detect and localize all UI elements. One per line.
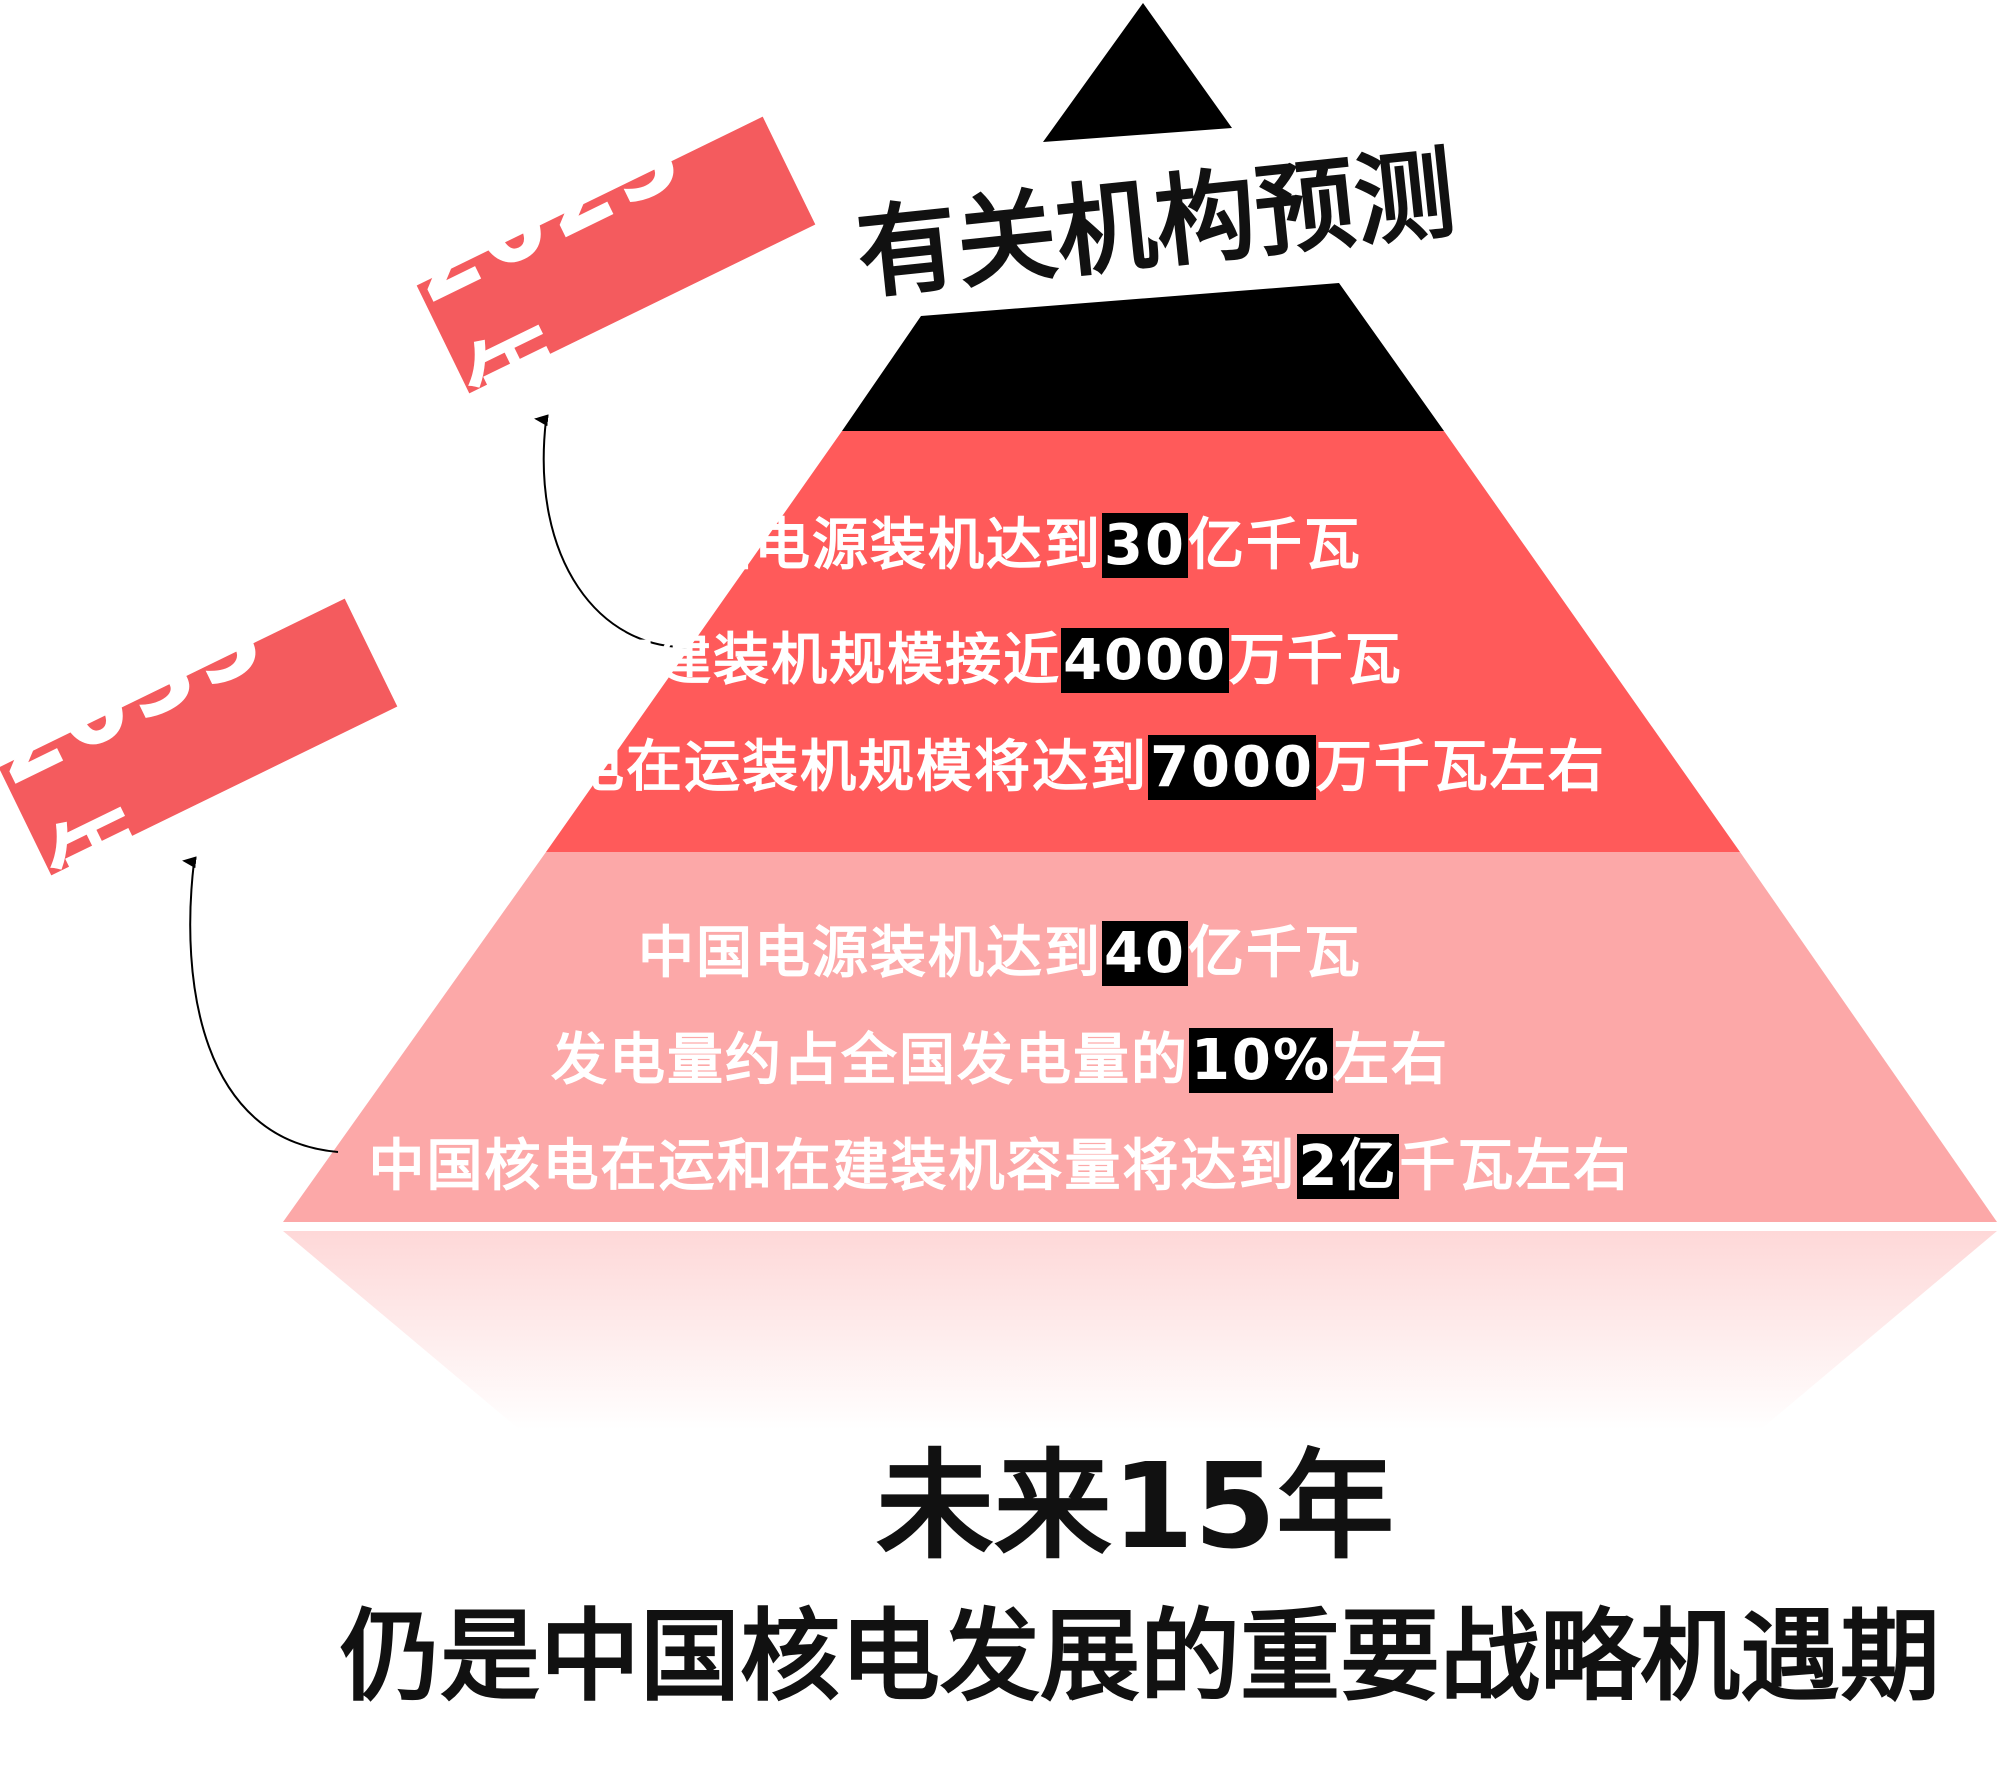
line-text: 万千瓦左右 xyxy=(1315,735,1606,800)
highlight-value: 2亿 xyxy=(1296,1134,1400,1199)
tier-2035-line-3: 中国核电在运和在建装机容量将达到2亿千瓦左右 xyxy=(0,1121,2000,1202)
line-text: 万千瓦 xyxy=(1228,628,1403,693)
footer-line-2: 仍是中国核电发展的重要战略机遇期 xyxy=(340,1598,1940,1715)
arrow-2025 xyxy=(534,414,690,649)
line-text: 在建装机规模接近 xyxy=(597,628,1062,693)
line-text: 千瓦左右 xyxy=(1399,1134,1632,1199)
highlight-value: 30 xyxy=(1102,513,1188,578)
pyramid-apex xyxy=(1043,3,1232,142)
pyramid-top-band xyxy=(842,283,1444,431)
pyramid-reflection xyxy=(283,1231,1997,1430)
arrow-2035 xyxy=(182,856,339,1153)
line-text: 左右 xyxy=(1333,1028,1450,1093)
line-text: 发电量约占全国发电量的 xyxy=(550,1028,1189,1093)
line-text: 中国核电在运装机规模将达到 xyxy=(394,735,1149,800)
line-text: 亿千瓦 xyxy=(1187,513,1362,578)
highlight-value: 10% xyxy=(1188,1028,1334,1093)
line-text: 亿千瓦 xyxy=(1187,921,1362,986)
tier-2025-line-3: 中国核电在运装机规模将达到7000万千瓦左右 xyxy=(0,722,2000,803)
footer-line-1: 未来15年 xyxy=(875,1437,1395,1575)
tier-2035-line-2: 发电量约占全国发电量的10%左右 xyxy=(0,1015,2000,1096)
tier-2025-line-2: 在建装机规模接近4000万千瓦 xyxy=(0,615,2000,696)
highlight-value: 7000 xyxy=(1148,735,1316,800)
line-text: 中国电源装机达到 xyxy=(638,513,1103,578)
line-text: 中国核电在运和在建装机容量将达到 xyxy=(368,1134,1297,1199)
tier-2035-line-1: 中国电源装机达到40亿千瓦 xyxy=(0,908,2000,989)
line-text: 中国电源装机达到 xyxy=(638,921,1103,986)
pyramid-tier-2035 xyxy=(283,852,1997,1222)
highlight-value: 40 xyxy=(1102,921,1188,986)
highlight-value: 4000 xyxy=(1061,628,1229,693)
tier-2025-line-1: 中国电源装机达到30亿千瓦 xyxy=(0,500,2000,581)
